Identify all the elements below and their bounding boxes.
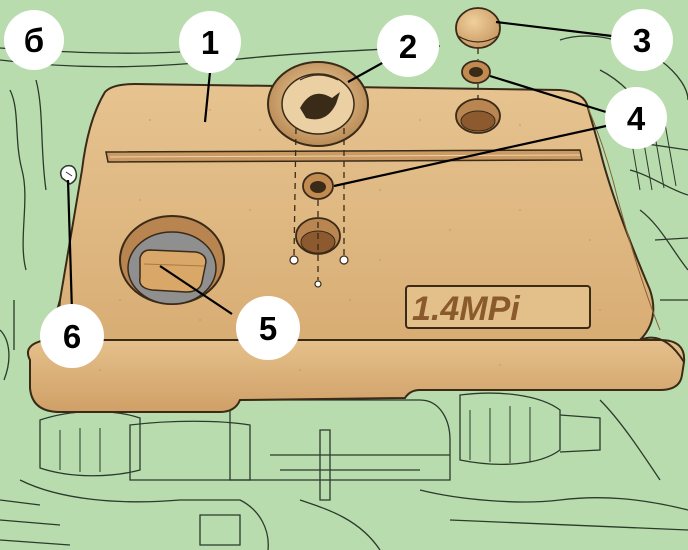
callout-3-label: 3: [633, 22, 651, 59]
rubber-grommet-top: [461, 60, 491, 84]
oil-filler-cap: [139, 249, 207, 293]
cap-plug: [455, 7, 501, 49]
mounting-hole-right: [455, 98, 501, 134]
assembly-pins: [289, 255, 349, 288]
product-badge: 1.4MPi: [405, 285, 591, 329]
emblem-arrow-icon: [300, 92, 340, 120]
callout-4: 4: [605, 87, 667, 149]
panel-letter-badge: б: [4, 10, 64, 70]
product-badge-text: 1.4MPi: [412, 290, 521, 328]
callout-6: 6: [40, 304, 104, 368]
callout-1: 1: [179, 11, 241, 73]
rubber-grommet-center: [302, 172, 334, 200]
panel-letter: б: [24, 22, 44, 59]
cover-groove-highlight: [109, 154, 581, 158]
callout-2-label: 2: [399, 28, 417, 65]
callout-1-label: 1: [201, 24, 219, 61]
fastener-clip: [59, 164, 78, 185]
callout-6-label: 6: [63, 318, 81, 355]
assembly-axis-lines: [293, 48, 479, 280]
cover-side-fold-right: [639, 336, 685, 363]
callout-5-label: 5: [259, 310, 277, 347]
cover-right-flank: [587, 107, 661, 331]
callout-2: 2: [377, 15, 439, 77]
emblem-cap: [267, 61, 369, 147]
leader-lines: [66, 20, 613, 315]
callout-4-label: 4: [627, 100, 646, 137]
oil-filler-opening: [119, 215, 225, 305]
engine-cover: 1.4MPi: [26, 82, 686, 413]
callout-5: 5: [236, 296, 300, 360]
callout-3: 3: [611, 9, 673, 71]
